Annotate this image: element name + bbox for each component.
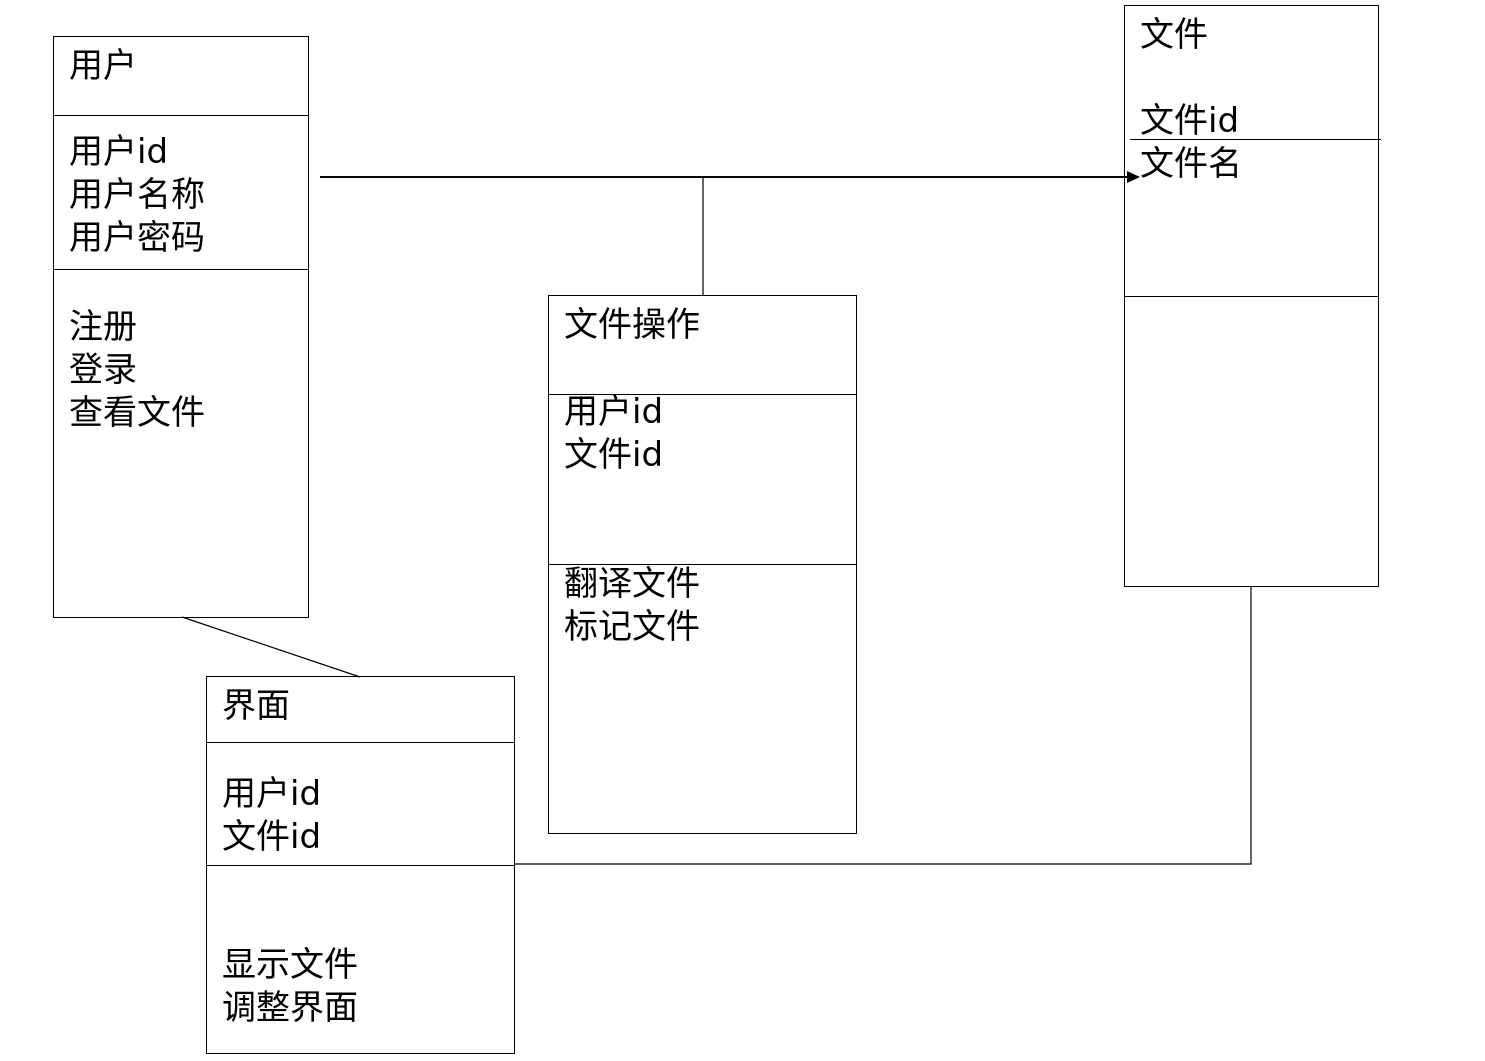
class-user-attributes: 用户id 用户名称 用户密码 [69,131,205,260]
class-ui-attributes-section: 用户id 文件id [207,742,514,865]
class-file-operation-name: 文件操作 [564,305,700,345]
attribute: 用户id [222,774,322,814]
class-file-operation-attributes: 用户id 文件id [564,391,663,477]
attribute: 文件id [1140,101,1240,141]
class-ui-attributes: 用户id 文件id [222,773,321,859]
class-user-name-section: 用户 [54,37,308,115]
method: 标记文件 [564,607,700,647]
class-ui-methods: 显示文件 调整界面 [222,944,358,1030]
attribute: 文件id [564,435,664,475]
class-file-operation-methods: 翻译文件 标记文件 [564,563,700,649]
class-file[interactable]: 文件 文件id 文件名 [1124,5,1379,587]
class-file-operation-name-section: 文件操作 [549,296,856,394]
class-user-methods: 注册 登录 查看文件 [69,306,205,435]
class-user-attributes-section: 用户id 用户名称 用户密码 [54,115,308,269]
class-ui-methods-section: 显示文件 调整界面 [207,865,514,1053]
class-file-operation-methods-section: 翻译文件 标记文件 [549,564,856,833]
method: 翻译文件 [564,564,700,604]
class-file-operation-attributes-section: 用户id 文件id [549,391,856,564]
method: 调整界面 [222,988,358,1028]
class-file-methods-section [1125,296,1378,586]
attribute: 用户密码 [69,218,205,258]
ui-file-link [514,586,1252,865]
method: 查看文件 [69,393,205,433]
class-file-name: 文件 [1140,15,1208,55]
user-ui-link [181,616,361,678]
class-file-operation[interactable]: 文件操作 用户id 文件id 翻译文件 标记文件 [548,295,857,834]
attribute: 文件id [222,817,322,857]
association-arrowhead [1127,171,1140,183]
class-file-name-separator [1130,139,1381,140]
class-user[interactable]: 用户 用户id 用户名称 用户密码 注册 登录 查看文件 [53,36,309,618]
class-ui-name: 界面 [222,686,290,726]
method: 显示文件 [222,945,358,985]
class-user-name: 用户 [69,46,137,86]
attribute: 用户id [69,132,169,172]
attribute: 用户名称 [69,175,205,215]
method: 注册 [69,307,137,347]
class-file-attributes: 文件id 文件名 [1140,100,1242,186]
method: 登录 [69,350,137,390]
class-user-methods-section: 注册 登录 查看文件 [54,269,308,617]
attribute: 用户id [564,392,664,432]
class-ui[interactable]: 界面 用户id 文件id 显示文件 调整界面 [206,676,515,1054]
class-ui-name-section: 界面 [207,677,514,742]
attribute: 文件名 [1140,144,1242,184]
